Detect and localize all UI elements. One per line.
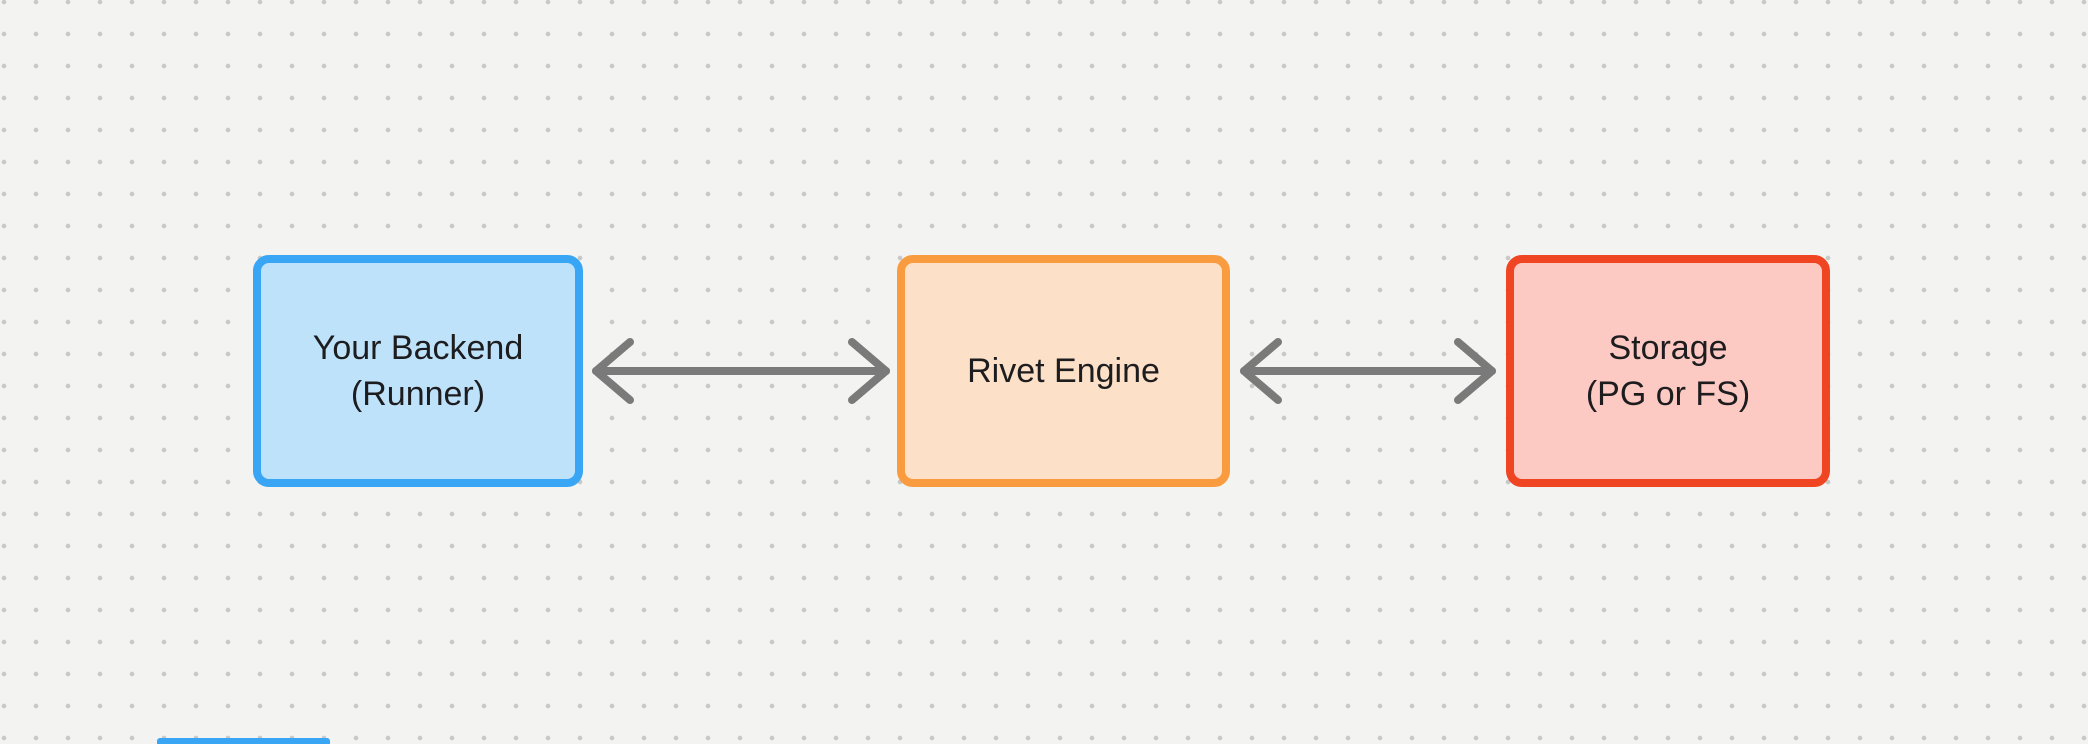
node-rivet-engine[interactable]: Rivet Engine — [897, 255, 1230, 487]
node-label-line1: Your Backend — [312, 329, 524, 367]
edge-backend-engine[interactable] — [588, 331, 894, 411]
bidirectional-arrow-icon — [1240, 338, 1496, 404]
node-storage[interactable]: Storage (PG or FS) — [1506, 255, 1830, 487]
node-your-backend[interactable]: Your Backend (Runner) — [253, 255, 583, 487]
bidirectional-arrow-icon — [592, 338, 890, 404]
node-label-line2: (PG or FS) — [1585, 375, 1751, 413]
node-label-line2: (Runner) — [350, 375, 486, 413]
edge-engine-storage[interactable] — [1236, 331, 1500, 411]
node-label-line1: Storage — [1608, 329, 1728, 367]
partial-offscreen-node[interactable] — [157, 738, 330, 744]
node-label-line1: Rivet Engine — [967, 352, 1160, 390]
